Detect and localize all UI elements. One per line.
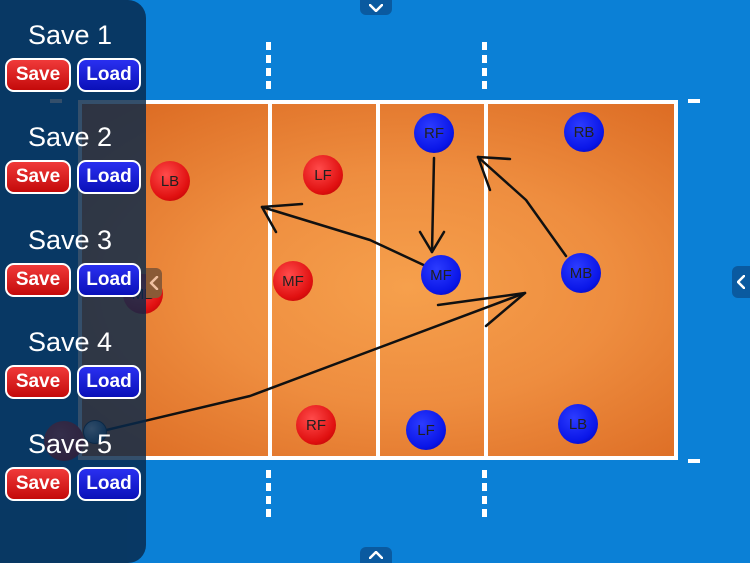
end-tick-bottom-right [688,459,700,463]
attack-line-top-left [266,42,271,94]
chevron-up-icon [369,551,383,559]
attack-line-bottom-right [482,470,487,522]
blue-player-rf[interactable]: RF [414,113,454,153]
arrow-rf-to-mf [430,156,436,254]
right-drawer-tab[interactable] [732,266,750,298]
blue-player-mf[interactable]: MF [421,255,461,295]
load-button-1[interactable]: Load [77,58,141,92]
center-line [376,104,380,456]
attack-line-top-right [482,42,487,94]
blue-player-mb[interactable]: MB [561,253,601,293]
chevron-down-icon [369,3,383,12]
blue-player-lf[interactable]: LF [406,410,446,450]
save-button-2[interactable]: Save [5,160,71,194]
load-button-3[interactable]: Load [77,263,141,297]
load-button-2[interactable]: Load [77,160,141,194]
red-player-mf[interactable]: MF [273,261,313,301]
save-slot-title: Save 4 [28,327,113,357]
chevron-left-icon [737,275,745,289]
arrow-mb-to-top [476,155,568,258]
attack-line-right [484,104,488,456]
save-button-4[interactable]: Save [5,365,71,399]
top-drawer-tab[interactable] [360,0,392,15]
load-button-5[interactable]: Load [77,467,141,501]
arrow-ball-to-mb [96,291,527,434]
blue-player-lb[interactable]: LB [558,404,598,444]
red-player-lb[interactable]: LB [150,161,190,201]
arrow-mf-to-left [260,205,432,270]
blue-player-rb[interactable]: RB [564,112,604,152]
save-slot-title: Save 3 [28,225,113,255]
red-player-rf[interactable]: RF [296,405,336,445]
attack-line-bottom-left [266,470,271,522]
save-button-3[interactable]: Save [5,263,71,297]
save-button-1[interactable]: Save [5,58,71,92]
load-button-4[interactable]: Load [77,365,141,399]
end-tick-top-right [688,99,700,103]
save-load-panel: Save 1 Save Load Save 2 Save Load Save 3… [0,0,146,563]
save-slot-title: Save 5 [28,429,113,459]
save-slot-title: Save 2 [28,122,113,152]
chevron-left-icon [149,276,159,290]
bottom-drawer-tab[interactable] [360,547,392,563]
save-slot-title: Save 1 [28,20,113,50]
red-player-lf[interactable]: LF [303,155,343,195]
save-button-5[interactable]: Save [5,467,71,501]
attack-line-left [268,104,272,456]
panel-collapse-tab[interactable] [146,268,162,298]
